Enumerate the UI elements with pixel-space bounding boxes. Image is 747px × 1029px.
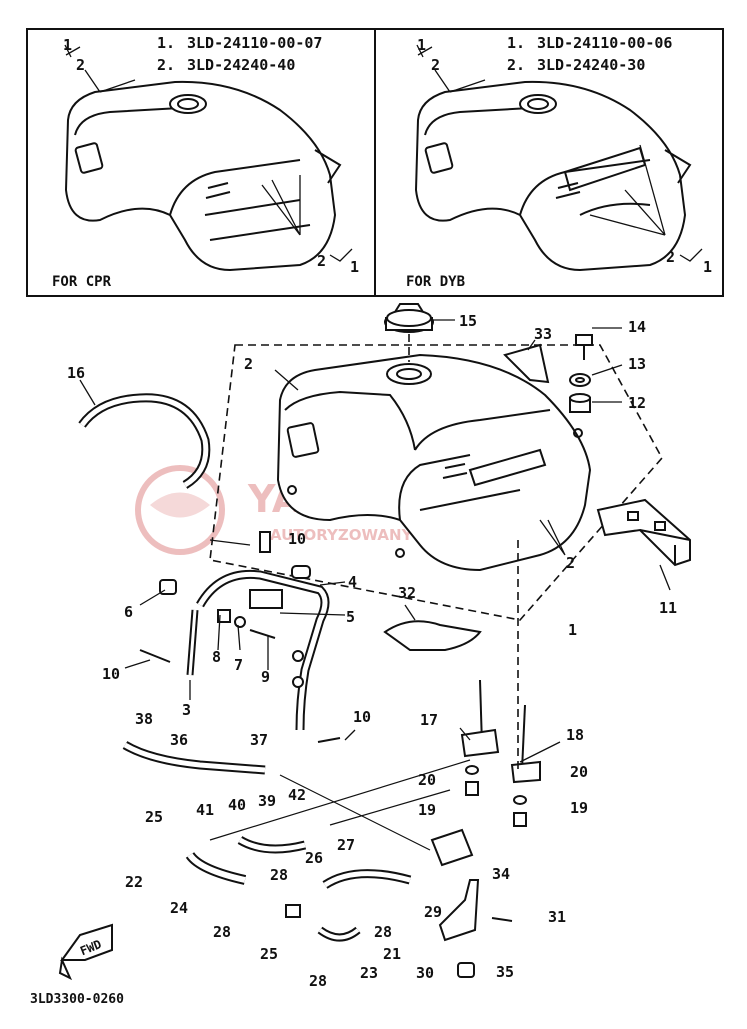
callout-26: 26	[305, 849, 323, 867]
inset-cpr-callout-2: 2	[76, 56, 85, 74]
callout-13: 13	[628, 355, 646, 373]
callout-7: 7	[234, 656, 243, 674]
callout-12: 12	[628, 394, 646, 412]
leader-lines	[124, 369, 566, 763]
callout-10c: 10	[353, 708, 371, 726]
inset-cpr-callout-1b: 1	[350, 258, 359, 276]
filler-neck	[386, 363, 432, 385]
callout-31: 31	[548, 908, 566, 926]
inset-dyb-callout-2b: 2	[666, 248, 675, 266]
inset-cpr-legend-2-code: 3LD-24240-40	[187, 56, 295, 74]
callout-42: 42	[288, 786, 306, 804]
fuel-pump-group	[430, 540, 541, 978]
inset-dyb-variant-label: FOR DYB	[406, 274, 465, 290]
callout-28c: 28	[374, 923, 392, 941]
inset-dyb-callout-1b: 1	[703, 258, 712, 276]
mount-bolt-stack	[569, 327, 623, 413]
callout-25b: 25	[260, 945, 278, 963]
callout-39: 39	[258, 792, 276, 810]
fwd-arrow: FWD	[58, 923, 113, 981]
callout-19a: 19	[418, 801, 436, 819]
fuel-cock-group	[139, 531, 341, 743]
inset-cpr-callout-1: 1	[63, 36, 72, 54]
inset-dyb-callout-2: 2	[431, 56, 440, 74]
part-33-cover	[503, 339, 550, 384]
callout-10a: 10	[288, 530, 306, 548]
callout-19b: 19	[570, 799, 588, 817]
rear-bracket	[596, 498, 691, 591]
inset-cpr-callout-2b: 2	[317, 252, 326, 270]
callout-40: 40	[228, 796, 246, 814]
callout-6: 6	[124, 603, 133, 621]
callout-20a: 20	[418, 771, 436, 789]
inset-cpr-tank	[64, 44, 353, 272]
callout-41: 41	[196, 801, 214, 819]
inset-cpr-legend-1-code: 3LD-24110-00-07	[187, 34, 322, 52]
diagram-code: 3LD3300-0260	[30, 992, 124, 1007]
callout-2b: 2	[566, 554, 575, 572]
callout-21: 21	[383, 945, 401, 963]
callout-28b: 28	[270, 866, 288, 884]
callout-28a: 28	[213, 923, 231, 941]
callout-27: 27	[337, 836, 355, 854]
inset-dyb-legend-1-code: 3LD-24110-00-06	[537, 34, 672, 52]
inset-dyb-callout-1: 1	[417, 36, 426, 54]
inset-box-dyb: 1. 3LD-24110-00-06 2. 3LD-24240-30 FOR D…	[374, 28, 724, 297]
callout-4: 4	[348, 573, 357, 591]
inset-cpr-legend-1-num: 1.	[157, 34, 175, 52]
callout-38: 38	[135, 710, 153, 728]
callout-32: 32	[398, 584, 416, 602]
inset-dyb-legend-2-code: 3LD-24240-30	[537, 56, 645, 74]
filler-cap	[384, 303, 455, 362]
callout-28d: 28	[309, 972, 327, 990]
callout-35: 35	[496, 963, 514, 981]
callout-29: 29	[424, 903, 442, 921]
inset-dyb-tank	[414, 44, 703, 272]
callout-23: 23	[360, 964, 378, 982]
part-32-pad	[383, 604, 482, 651]
lower-hoses	[122, 741, 471, 942]
inset-dyb-legend-2-num: 2.	[507, 56, 525, 74]
callout-25: 25	[145, 808, 163, 826]
callout-14: 14	[628, 318, 646, 336]
inset-box-cpr: 1. 3LD-24110-00-07 2. 3LD-24240-40 FOR C…	[26, 28, 376, 297]
callout-17: 17	[420, 711, 438, 729]
callout-2: 2	[244, 355, 253, 373]
callout-37: 37	[250, 731, 268, 749]
callout-20b: 20	[570, 763, 588, 781]
callout-11: 11	[659, 599, 677, 617]
callout-3: 3	[182, 701, 191, 719]
callout-9: 9	[261, 668, 270, 686]
callout-10b: 10	[102, 665, 120, 683]
inset-dyb-legend-1-num: 1.	[507, 34, 525, 52]
callout-1: 1	[568, 621, 577, 639]
callout-30: 30	[416, 964, 434, 982]
callout-8: 8	[212, 648, 221, 666]
callout-16: 16	[67, 364, 85, 382]
callout-22: 22	[125, 873, 143, 891]
inset-cpr-legend-2-num: 2.	[157, 56, 175, 74]
inset-cpr-variant-label: FOR CPR	[52, 274, 112, 290]
callout-36: 36	[170, 731, 188, 749]
callout-34: 34	[492, 865, 510, 883]
breather-tube-16	[78, 379, 211, 489]
callout-15: 15	[459, 312, 477, 330]
callout-33: 33	[534, 325, 552, 343]
callout-18: 18	[566, 726, 584, 744]
callout-5: 5	[346, 608, 355, 626]
callout-24: 24	[170, 899, 188, 917]
callout-numbers: 1 2 2 3 4 5 6 7 8 9 10 10 10 11 12 13 14…	[67, 312, 677, 990]
watermark-logo	[135, 465, 225, 555]
